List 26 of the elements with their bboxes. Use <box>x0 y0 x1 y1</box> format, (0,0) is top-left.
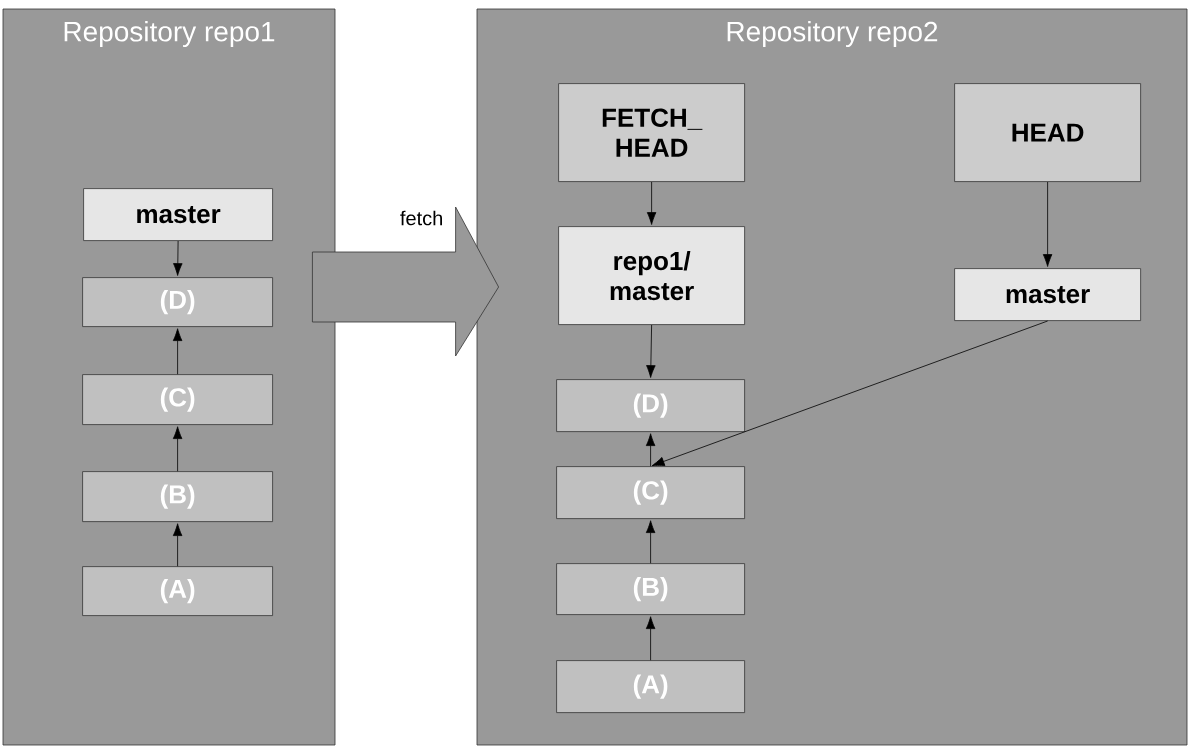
arrow <box>645 616 656 661</box>
arrow <box>645 433 656 467</box>
ref-box: FETCH_ HEAD <box>558 83 745 182</box>
arrow <box>172 523 183 567</box>
branch-box: master <box>83 188 273 241</box>
arrow <box>645 520 656 564</box>
branch-box: master <box>954 268 1141 321</box>
arrow <box>172 328 183 375</box>
arrow <box>172 426 183 472</box>
arrow <box>173 240 183 276</box>
arrow <box>646 324 656 378</box>
commit-box: (B) <box>556 563 745 615</box>
arrow <box>651 320 1048 466</box>
ref-box: HEAD <box>954 83 1141 182</box>
block-arrow <box>312 206 499 357</box>
commit-box: (D) <box>556 379 745 432</box>
arrow <box>1042 181 1053 267</box>
commit-box: (A) <box>82 566 273 616</box>
commit-box: (C) <box>82 374 273 425</box>
commit-box: (A) <box>556 660 745 713</box>
commit-box: (D) <box>82 277 273 327</box>
commit-box: (B) <box>82 471 273 522</box>
commit-box: (C) <box>556 466 745 519</box>
branch-box: repo1/ master <box>558 226 745 325</box>
arrow <box>646 181 657 225</box>
edge-label: fetch <box>398 209 445 227</box>
